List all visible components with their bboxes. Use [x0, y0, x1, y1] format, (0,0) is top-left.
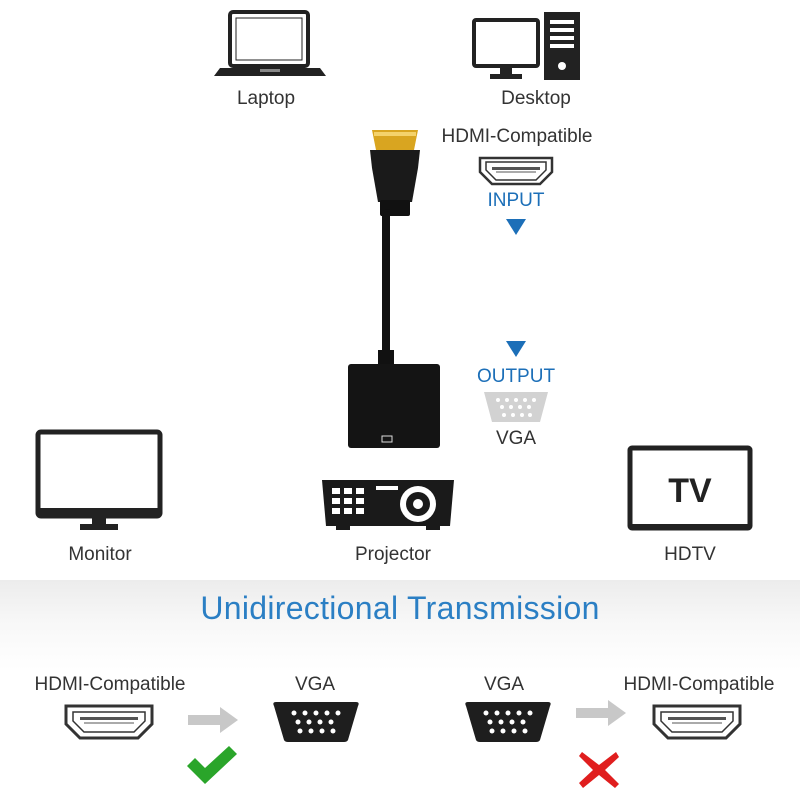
vga-port-icon: [465, 702, 551, 742]
monitor-label: Monitor: [68, 544, 132, 565]
projector-icon: [322, 480, 454, 530]
input-port-label: HDMI-Compatible: [441, 126, 593, 147]
right-to-label: HDMI-Compatible: [623, 674, 775, 695]
desktop-icon: [472, 12, 580, 80]
transmission-panel: [0, 580, 800, 800]
output-label: OUTPUT: [476, 366, 556, 387]
left-to-label: VGA: [294, 674, 336, 695]
input-label: INPUT: [487, 190, 545, 211]
right-arrow-icon: [188, 707, 238, 733]
vga-port-icon: [484, 392, 548, 422]
tv-icon: [627, 445, 753, 531]
hdmi-port-icon: [652, 704, 742, 740]
hdmi-port-icon: [478, 156, 554, 186]
monitor-icon: [35, 429, 163, 530]
tv-screen-text: TV: [668, 472, 712, 510]
cross-icon: [579, 752, 619, 788]
output-port-label: VGA: [495, 428, 537, 449]
laptop-label: Laptop: [236, 88, 296, 109]
check-icon: [187, 746, 237, 784]
right-arrow-icon: [576, 700, 626, 726]
vga-port-icon: [273, 702, 359, 742]
hdmi-port-icon: [64, 704, 154, 740]
hdtv-label: HDTV: [664, 544, 716, 565]
projector-label: Projector: [354, 544, 432, 565]
transmission-title: Unidirectional Transmission: [200, 590, 600, 626]
left-from-label: HDMI-Compatible: [34, 674, 186, 695]
desktop-label: Desktop: [501, 88, 571, 109]
hdmi-to-vga-adapter: [348, 130, 440, 448]
down-arrow-icon: [506, 219, 526, 235]
right-from-label: VGA: [483, 674, 525, 695]
laptop-icon: [214, 10, 326, 76]
down-arrow-icon: [506, 341, 526, 357]
